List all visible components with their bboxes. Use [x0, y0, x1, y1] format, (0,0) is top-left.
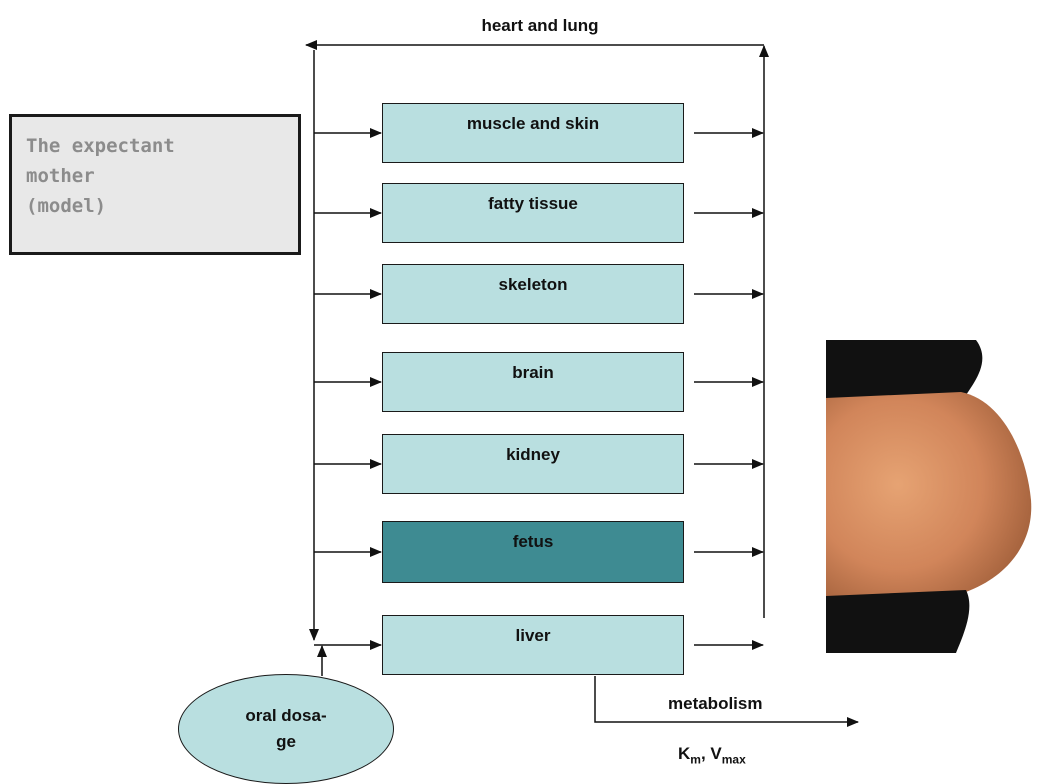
heart-and-lung-label: heart and lung [440, 16, 640, 36]
organ-liver: liver [382, 615, 684, 675]
km-subscript: m [690, 752, 701, 766]
pregnant-belly-photo [826, 340, 1056, 653]
vmax-separator: , V [701, 744, 722, 763]
metabolism-label: metabolism [668, 694, 762, 714]
organ-brain: brain [382, 352, 684, 412]
organ-fetus: fetus [382, 521, 684, 583]
model-line-3: (model) [26, 191, 298, 221]
expectant-mother-model-box: The expectant mother (model) [9, 114, 301, 255]
organ-muscle-and-skin: muscle and skin [382, 103, 684, 163]
vmax-subscript: max [722, 752, 746, 766]
organ-kidney: kidney [382, 434, 684, 494]
km-symbol: K [678, 744, 690, 763]
model-line-2: mother [26, 161, 298, 191]
oral-dosage-ellipse: oral dosa- ge [178, 674, 394, 784]
organ-skeleton: skeleton [382, 264, 684, 324]
model-line-1: The expectant [26, 131, 298, 161]
organ-fatty-tissue: fatty tissue [382, 183, 684, 243]
oral-dosage-line-2: ge [179, 729, 393, 755]
oral-dosage-line-1: oral dosa- [179, 703, 393, 729]
kinetics-label: Km, Vmax [678, 744, 746, 766]
